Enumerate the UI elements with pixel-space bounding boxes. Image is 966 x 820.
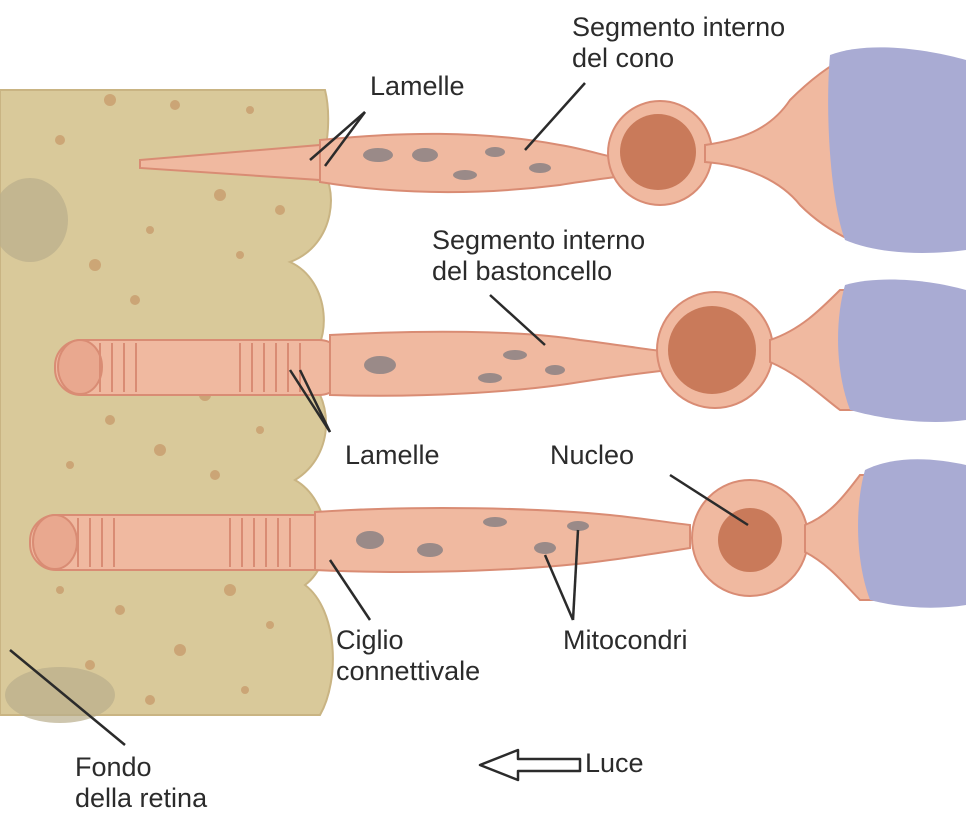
label-nucleus: Nucleo: [550, 440, 634, 471]
cone-synaptic-terminal: [828, 47, 966, 253]
rod-synaptic-terminal: [858, 459, 966, 607]
label-retina-base-line1: Fondo: [75, 752, 207, 783]
label-connecting-cilium-line1: Ciglio: [336, 625, 480, 656]
label-lamellae-mid: Lamelle: [345, 440, 440, 471]
cone-inner-segment-body: [320, 134, 630, 192]
cone-axon: [705, 55, 850, 240]
rod-nucleus: [668, 306, 756, 394]
label-lamellae-top: Lamelle: [370, 71, 465, 102]
label-connecting-cilium-line2: connettivale: [336, 656, 480, 687]
rod-outer-segment-end: [58, 340, 102, 394]
leader-cone-inner-segment: [525, 83, 585, 150]
label-light: Luce: [585, 748, 644, 779]
epithelium-dark-patch: [5, 667, 115, 723]
label-mitochondria: Mitocondri: [563, 625, 688, 656]
label-cone-inner-segment-line2: del cono: [572, 43, 785, 74]
cone-nucleus: [620, 114, 696, 190]
label-connecting-cilium: Ciglio connettivale: [336, 625, 480, 687]
label-rod-inner-segment-line2: del bastoncello: [432, 256, 645, 287]
light-arrow-icon: [480, 750, 580, 780]
pigment-epithelium: [0, 90, 333, 715]
label-cone-inner-segment-line1: Segmento interno: [572, 12, 785, 43]
label-rod-inner-segment: Segmento interno del bastoncello: [432, 225, 645, 287]
rod-outer-segment-end: [33, 515, 77, 569]
rod-synaptic-terminal: [838, 280, 966, 422]
rod-nucleus: [718, 508, 782, 572]
label-retina-base: Fondo della retina: [75, 752, 207, 814]
label-rod-inner-segment-line1: Segmento interno: [432, 225, 645, 256]
label-cone-inner-segment: Segmento interno del cono: [572, 12, 785, 74]
label-retina-base-line2: della retina: [75, 783, 207, 814]
